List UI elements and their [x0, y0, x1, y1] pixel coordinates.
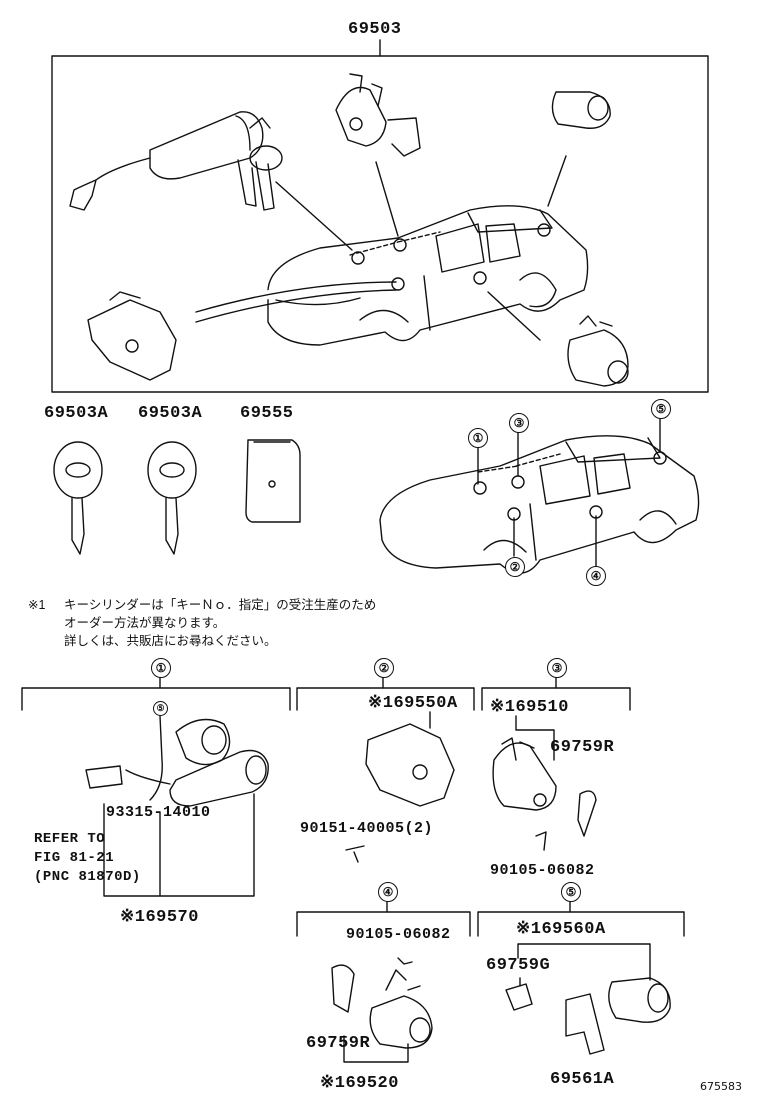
note-line-1: キーシリンダーは「キーＮｏ．指定」の受注生産のため — [64, 598, 377, 612]
section-5-number: ⑤ — [561, 882, 581, 902]
section-1-frame — [21, 687, 291, 711]
ignition-lock-sketch — [69, 111, 283, 211]
section-1-assembly: ※169570 — [120, 908, 199, 927]
section3-sketch — [492, 715, 597, 851]
section-4-frame — [296, 911, 471, 937]
key-part-number-2: 69503A — [138, 404, 203, 423]
section-1-number: ① — [151, 658, 171, 678]
section-3-screw: 90105-06082 — [490, 862, 595, 879]
section-5-frame — [477, 911, 685, 937]
section-4-number: ④ — [378, 882, 398, 902]
callout-3: ③ — [509, 413, 529, 433]
section-5-part-a: 69759G — [486, 956, 551, 975]
section-5-assembly: ※169560A — [516, 920, 606, 939]
callout-2: ② — [505, 557, 525, 577]
section-4-assembly: ※169520 — [320, 1074, 399, 1093]
section-3-assembly: ※169510 — [490, 698, 569, 717]
note-line-2: オーダー方法が異なります。 — [64, 616, 226, 630]
key-plate-part-number: 69555 — [240, 404, 294, 423]
section-4-part-a: 69759R — [306, 1034, 371, 1053]
door-cylinder-sketch-top — [567, 315, 629, 387]
section-1-refer-line-3: (PNC 81870D) — [34, 869, 141, 885]
note-line-3: 詳しくは、共販店にお尋ねください。 — [64, 634, 277, 648]
section-2-number: ② — [374, 658, 394, 678]
section-1-refer-line-1: REFER TO — [34, 831, 106, 847]
door-latch-sketch-top — [335, 73, 421, 157]
note-mark: ※1 — [28, 598, 46, 612]
callout-4: ④ — [586, 566, 606, 586]
section-3-number: ③ — [547, 658, 567, 678]
section1-sketch — [85, 715, 269, 897]
callout-1: ① — [468, 428, 488, 448]
key-plate-sketch — [245, 439, 301, 523]
callout-5: ⑤ — [651, 399, 671, 419]
section-2-bolt: 90151-40005(2) — [300, 820, 434, 837]
section5-sketch — [505, 943, 671, 1055]
section4-sketch — [331, 957, 433, 1063]
top-assembly-part-number: 69503 — [348, 20, 402, 39]
section-2-frame — [296, 687, 475, 711]
section2-sketch — [345, 711, 455, 863]
section-2-assembly: ※169550A — [368, 694, 458, 713]
section-1-part-a: 93315-14010 — [106, 804, 211, 821]
hood-latch-sketch — [87, 291, 177, 381]
trunk-cylinder-sketch-top — [551, 91, 611, 129]
drawing-code: 675583 — [700, 1080, 742, 1093]
section-3-part-a: 69759R — [550, 738, 615, 757]
section-5-part-b: 69561A — [550, 1070, 615, 1089]
car-outline-middle — [379, 435, 700, 574]
top-box-frame — [51, 55, 709, 393]
section-1-sub-callout: ⑤ — [153, 701, 168, 716]
key-part-number-1: 69503A — [44, 404, 109, 423]
section-4-screw: 90105-06082 — [346, 926, 451, 943]
key-sketch-1 — [53, 441, 103, 555]
key-sketch-2 — [147, 441, 197, 555]
section-1-refer-line-2: FIG 81-21 — [34, 850, 115, 866]
